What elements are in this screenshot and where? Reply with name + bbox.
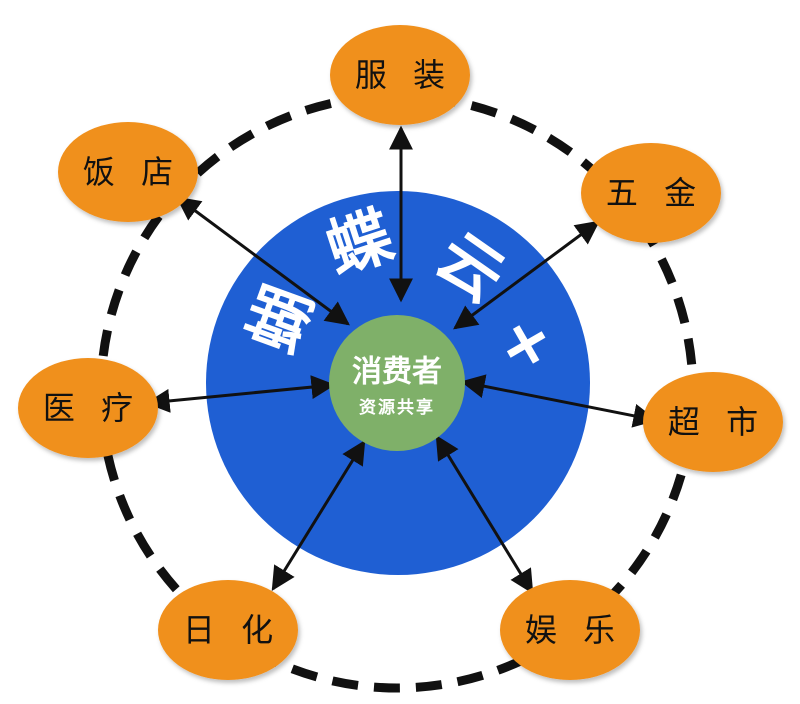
node-restaurant-label: 饭 店: [83, 153, 181, 191]
node-daily-label: 日 化: [183, 611, 281, 649]
node-daily-shape: [158, 580, 298, 680]
node-hardware: 五 金: [581, 143, 721, 243]
node-restaurant-shape: [58, 122, 198, 222]
node-medical: 医 疗: [18, 358, 158, 458]
arrow-entertainment: [435, 434, 534, 595]
node-clothing: 服 装: [330, 25, 470, 125]
node-medical-label: 医 疗: [43, 389, 141, 427]
node-entertainment-label: 娱 乐: [525, 611, 623, 649]
consumer-center: 消费者 资源共享: [329, 315, 465, 451]
consumer-subtitle: 资源共享: [359, 397, 435, 418]
node-clothing-shape: [330, 25, 470, 125]
node-supermarket-shape: [643, 372, 783, 472]
node-hardware-label: 五 金: [606, 174, 704, 212]
node-daily: 日 化: [158, 580, 298, 680]
node-medical-shape: [18, 358, 158, 458]
consumer-circle: [329, 315, 465, 451]
arrow-daily: [271, 439, 366, 592]
node-entertainment-shape: [500, 580, 640, 680]
arrow-restaurant: [176, 196, 350, 326]
consumer-title: 消费者: [352, 355, 442, 390]
arrow-supermarket: [460, 374, 658, 428]
node-restaurant: 饭 店: [58, 122, 198, 222]
node-hardware-shape: [581, 143, 721, 243]
arrow-medical: [145, 375, 336, 413]
arrows: [145, 125, 658, 595]
arrow-hardware: [453, 220, 600, 330]
node-supermarket-label: 超 市: [668, 403, 766, 441]
node-clothing-label: 服 装: [355, 56, 453, 94]
node-supermarket: 超 市: [643, 372, 783, 472]
node-entertainment: 娱 乐: [500, 580, 640, 680]
